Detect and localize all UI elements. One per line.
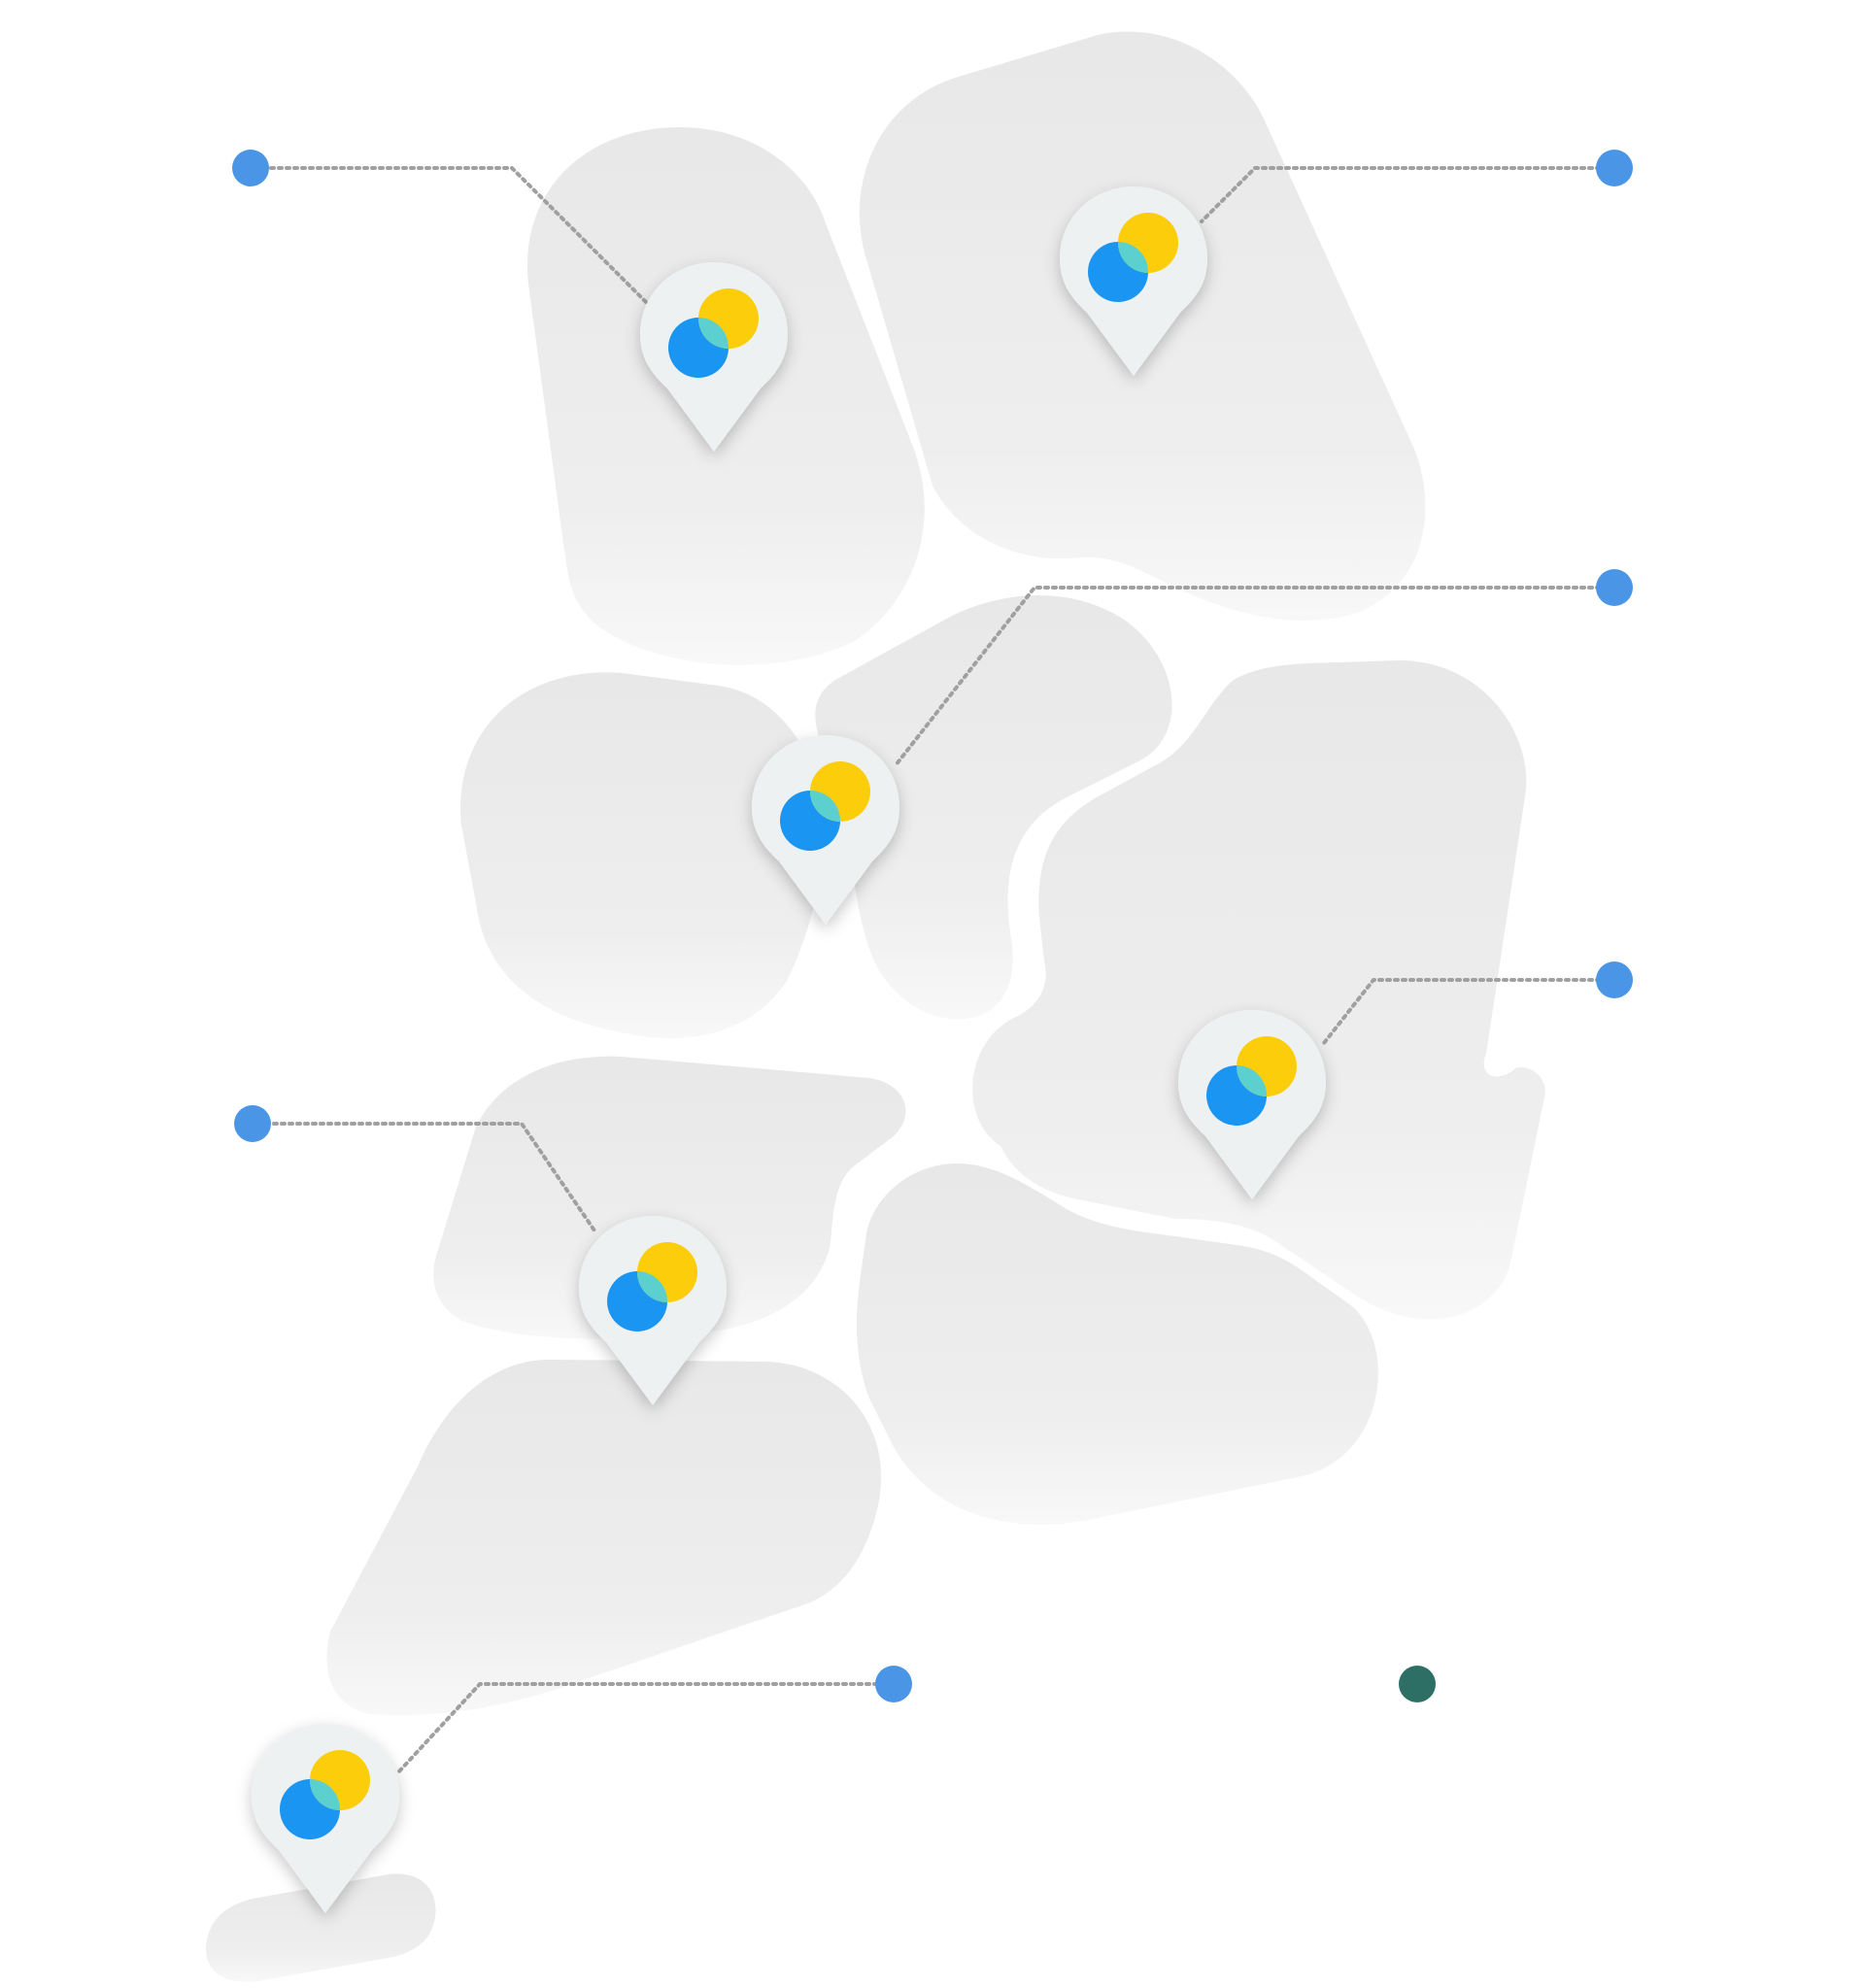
overlapping-circles-logo-icon — [780, 761, 870, 851]
overlapping-circles-logo-icon — [1088, 213, 1178, 302]
connector-lines — [246, 166, 1610, 1774]
map-region-4 — [815, 594, 1172, 1020]
map-pin-icon[interactable] — [579, 1216, 727, 1405]
overlapping-circles-logo-icon — [668, 288, 759, 378]
overlapping-circles-logo-icon — [1206, 1036, 1297, 1126]
dot-icon[interactable] — [1596, 150, 1633, 186]
map-region-3 — [460, 672, 825, 1039]
dot-icon-alt[interactable] — [1399, 1666, 1436, 1702]
map-regions — [206, 31, 1545, 1982]
map-pin-icon[interactable] — [1178, 1010, 1326, 1199]
map-pin-icon[interactable] — [752, 735, 899, 925]
dot-icon[interactable] — [875, 1666, 912, 1702]
dot-icon[interactable] — [234, 1105, 271, 1142]
connector-line-3 — [894, 586, 1610, 767]
map-region-8 — [326, 1360, 882, 1716]
connector-line-4 — [1322, 978, 1610, 1045]
connector-line-1 — [246, 166, 649, 305]
map-region-9 — [206, 1873, 436, 1982]
connector-line-5 — [249, 1122, 598, 1235]
dot-icon[interactable] — [1596, 961, 1633, 998]
location-markers — [252, 186, 1326, 1913]
dot-icon[interactable] — [1596, 569, 1633, 606]
map-pin-icon[interactable] — [640, 262, 788, 452]
map-region-6 — [433, 1056, 906, 1339]
map-region-5 — [972, 660, 1545, 1320]
overlapping-circles-logo-icon — [607, 1242, 697, 1331]
map-region-7 — [857, 1163, 1378, 1525]
map-pin-icon[interactable] — [1060, 186, 1207, 376]
endpoint-dots — [232, 150, 1633, 1702]
connector-line-6 — [396, 1682, 895, 1774]
map-pin-icon[interactable] — [252, 1724, 399, 1913]
connector-line-2 — [1200, 166, 1610, 223]
dot-icon[interactable] — [232, 150, 269, 186]
overlapping-circles-logo-icon — [280, 1750, 370, 1839]
